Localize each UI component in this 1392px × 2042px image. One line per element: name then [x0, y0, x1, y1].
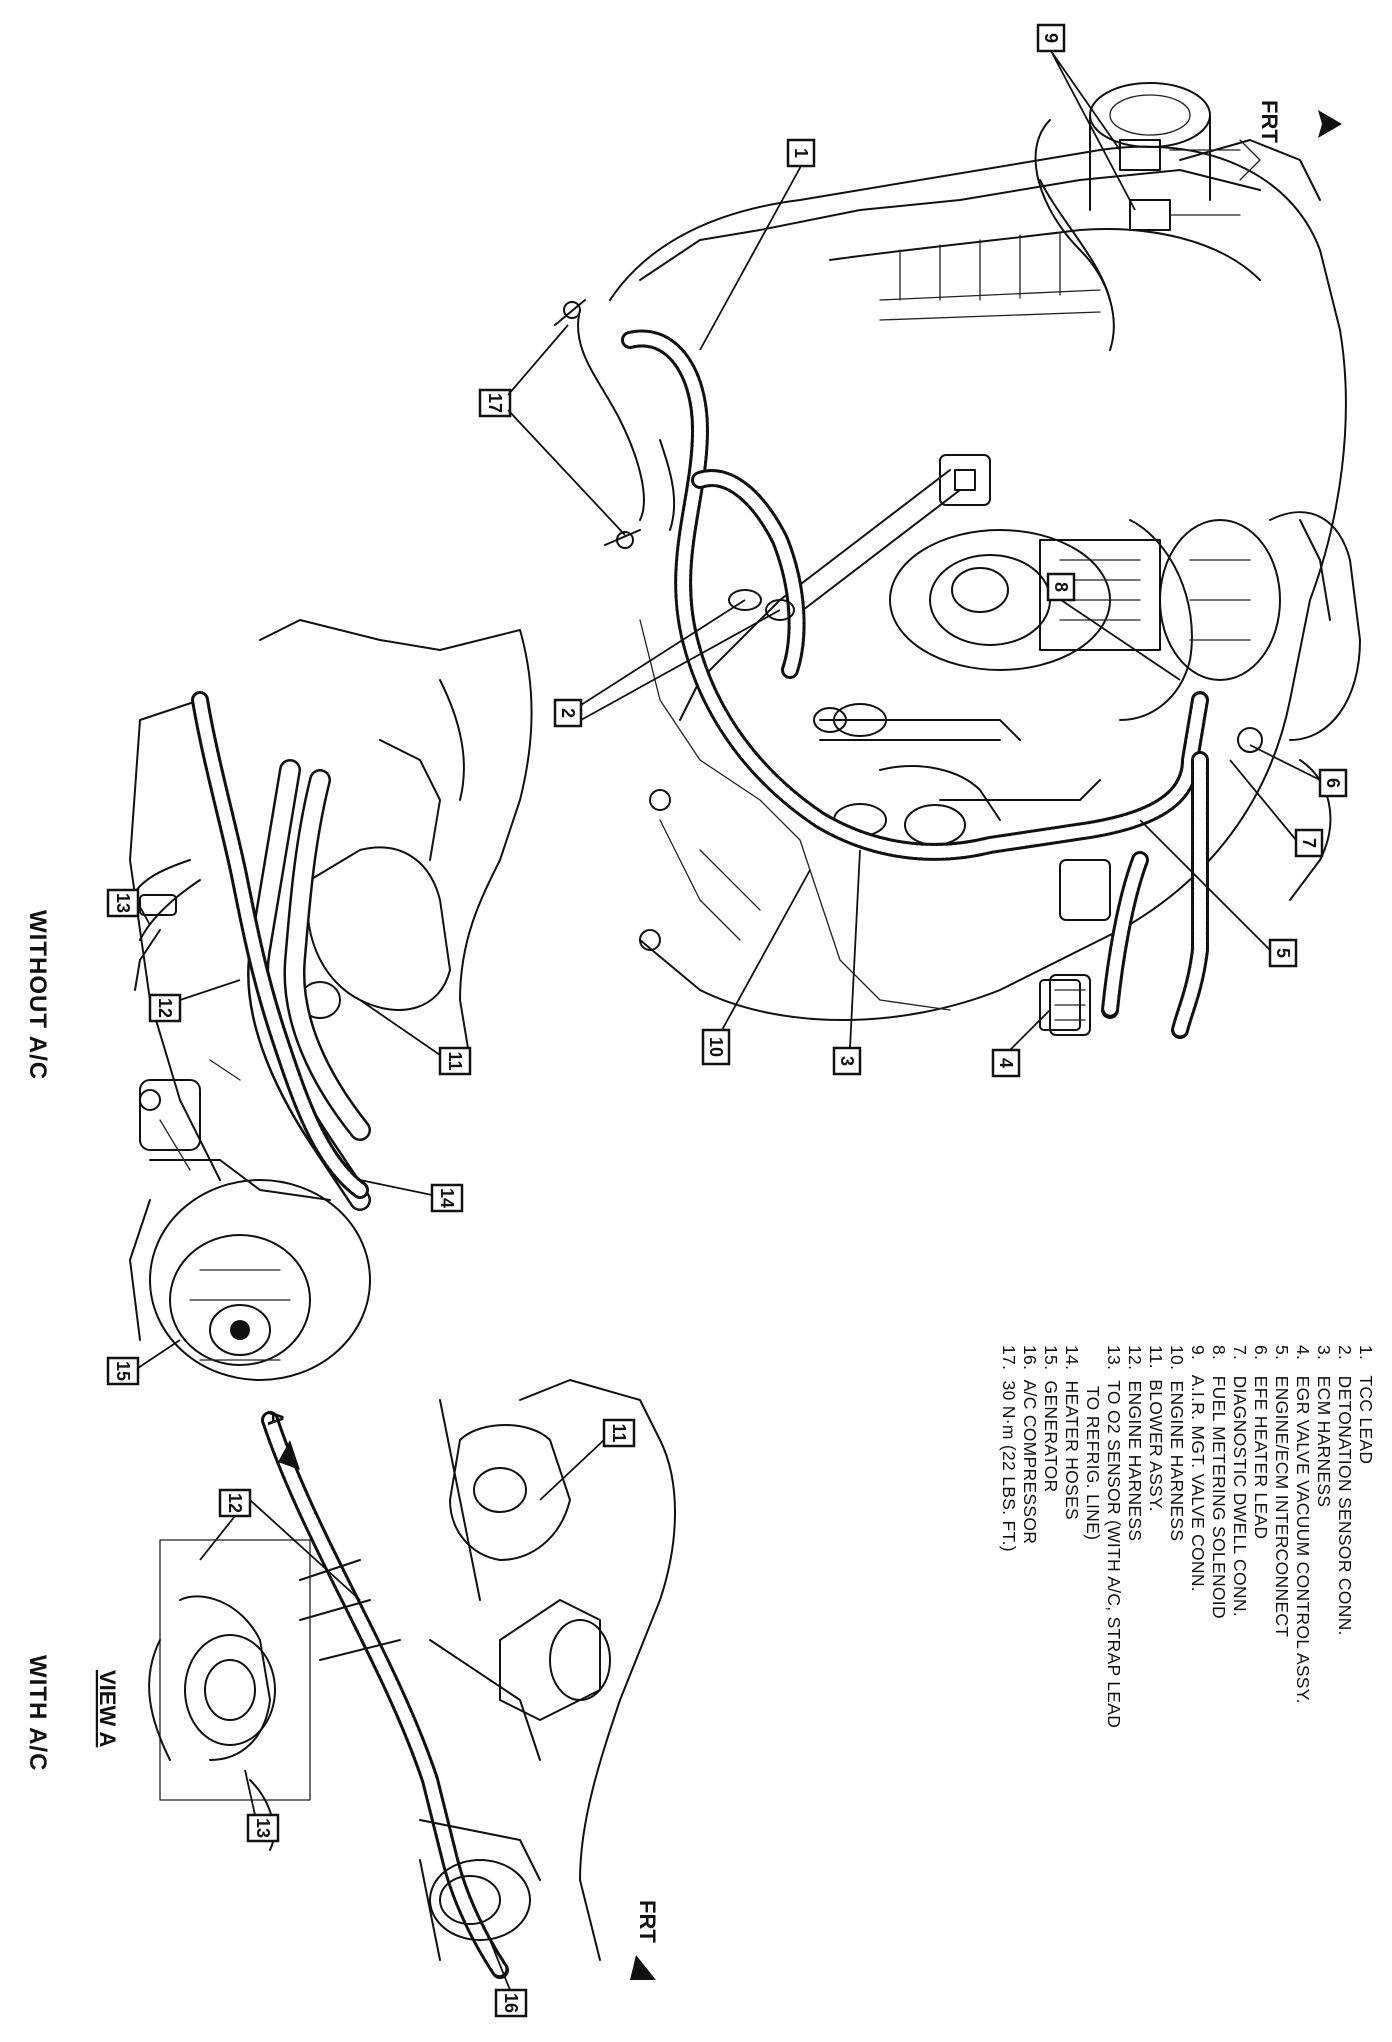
legend-item: 11. BLOWER ASSY. — [1146, 1345, 1166, 1512]
callout-12-without-ac: 12 — [148, 979, 241, 1023]
svg-text:17: 17 — [485, 393, 505, 413]
svg-text:11: 11 — [609, 1423, 629, 1442]
legend-item: 9. A.I.R. MGT. VALVE CONN. — [1188, 1345, 1208, 1592]
engine-top-view — [554, 82, 1361, 1039]
callout-17: 17 — [478, 324, 626, 536]
svg-text:2: 2 — [558, 708, 578, 718]
svg-text:12: 12 — [225, 1493, 245, 1513]
callout-16: 16 — [489, 1939, 528, 2018]
svg-text:5: 5 — [1273, 948, 1293, 958]
legend-item: 1. TCC LEAD — [1356, 1345, 1376, 1464]
callout-15: 15 — [106, 1339, 181, 1386]
svg-text:14: 14 — [437, 1188, 457, 1208]
view-a-label: VIEW A — [95, 1670, 120, 1748]
callout-13-with-ac: 13 — [244, 1769, 280, 1843]
callout-1: 1 — [699, 138, 816, 351]
legend-item: 16. A/C COMPRESSOR — [1020, 1345, 1040, 1544]
svg-text:13: 13 — [113, 893, 133, 913]
callout-11-without-ac: 11 — [359, 999, 472, 1076]
svg-text:10: 10 — [706, 1037, 726, 1057]
legend-item: 4. EGR VALVE VACUUM CONTROL ASSY. — [1293, 1345, 1313, 1704]
callout-7: 7 — [1229, 759, 1324, 858]
callout-3: 3 — [832, 849, 862, 1076]
svg-text:8: 8 — [1051, 582, 1071, 592]
callout-14: 14 — [359, 1179, 464, 1213]
without-ac-view — [129, 619, 533, 1381]
legend-item: 14. HEATER HOSES — [1062, 1345, 1082, 1520]
with-ac-label: WITH A/C — [24, 1655, 51, 1771]
svg-text:11: 11 — [445, 1051, 465, 1070]
front-arrow-top — [1318, 110, 1342, 138]
frt-label-top: FRT — [1257, 100, 1282, 143]
callout-4: 4 — [991, 1009, 1051, 1078]
callout-12-with-ac: 12 — [199, 1488, 361, 1601]
frt-label-bottom: FRT — [635, 1900, 660, 1943]
callout-11-with-ac: 11 — [539, 1418, 636, 1501]
legend-item: 2. DETONATION SENSOR CONN. — [1335, 1345, 1355, 1636]
svg-text:16: 16 — [501, 1993, 521, 2013]
callout-10: 10 — [701, 869, 811, 1066]
legend-item: 8. FUEL METERING SOLENOID — [1209, 1345, 1229, 1619]
legend-item: 13. TO O2 SENSOR (WITH A/C, STRAP LEAD — [1104, 1345, 1124, 1728]
legend-item: 6. EFE HEATER LEAD — [1251, 1345, 1271, 1539]
svg-text:3: 3 — [837, 1056, 857, 1066]
callout-9: 9 — [1036, 23, 1136, 211]
legend-item: 10. ENGINE HARNESS — [1167, 1345, 1187, 1541]
svg-text:15: 15 — [113, 1361, 133, 1381]
legend-item: 15. GENERATOR — [1041, 1345, 1061, 1492]
with-ac-view — [148, 1379, 676, 1980]
front-arrow-bottom — [630, 1955, 656, 1980]
legend-item: 5. ENGINE/ECM INTERCONNECT — [1272, 1345, 1292, 1637]
callout-6: 6 — [1249, 744, 1348, 798]
legend-item: 12. ENGINE HARNESS — [1125, 1345, 1145, 1541]
svg-text:12: 12 — [155, 998, 175, 1018]
callout-8: 8 — [1046, 572, 1181, 681]
callout-13-without-ac: 13 — [106, 888, 151, 926]
callout-2: 2 — [553, 599, 781, 728]
legend-item: TO REFRIG. LINE) — [1083, 1345, 1103, 1540]
svg-text:9: 9 — [1041, 33, 1061, 43]
svg-text:1: 1 — [791, 148, 811, 158]
svg-text:7: 7 — [1299, 838, 1319, 848]
svg-text:4: 4 — [996, 1058, 1016, 1068]
callout-5: 5 — [1139, 819, 1298, 968]
legend: 1. TCC LEAD 2. DETONATION SENSOR CONN. 3… — [999, 1345, 1376, 1728]
legend-item: 17. 30 N·m (22 LBS. FT.) — [999, 1345, 1019, 1552]
legend-item: 3. ECM HARNESS — [1314, 1345, 1334, 1507]
svg-text:13: 13 — [253, 1818, 273, 1838]
view-a-arrow-label: A — [263, 1410, 288, 1426]
legend-item: 7. DIAGNOSTIC DWELL CONN. — [1230, 1345, 1250, 1617]
without-ac-label: WITHOUT A/C — [24, 910, 51, 1080]
svg-text:6: 6 — [1323, 778, 1343, 788]
